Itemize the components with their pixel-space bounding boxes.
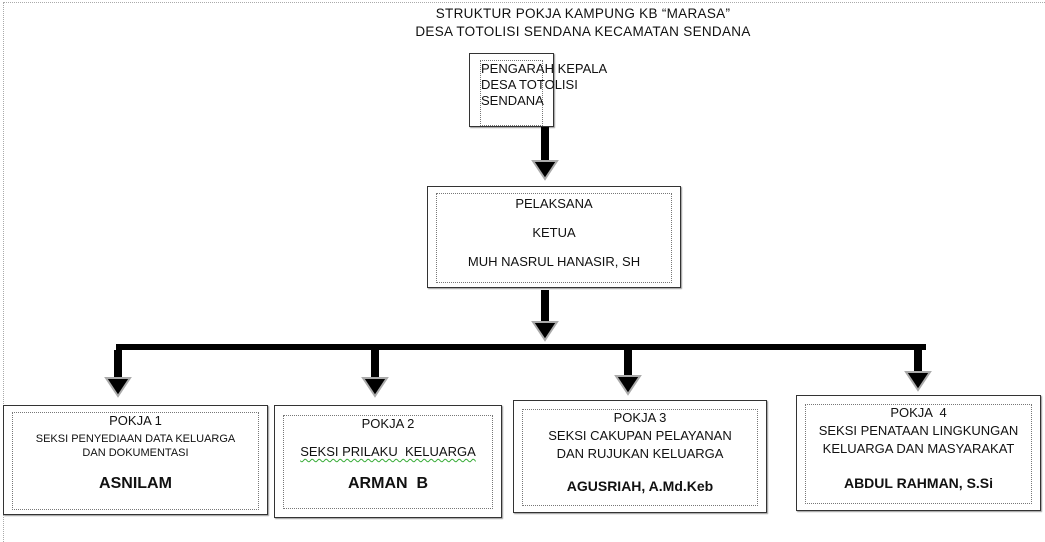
- pengarah-line: DESA TOTOLISI: [481, 77, 578, 92]
- arrow-down-icon: [361, 350, 389, 398]
- pokja-member-name: ARMAN B: [348, 475, 428, 492]
- pengarah-box: PENGARAH KEPALA DESA TOTOLISI SENDANA: [469, 53, 608, 127]
- arrow-down-icon: [531, 127, 559, 181]
- pokja-section: SEKSI PRILAKU KELUARGA: [300, 444, 476, 459]
- pokja-member-name: ABDUL RAHMAN, S.Si: [843, 475, 994, 491]
- pokja-title: POKJA 1: [109, 413, 162, 428]
- title-line-1: STRUKTUR POKJA KAMPUNG KB “MARASA”: [435, 6, 731, 21]
- connector-bar: [116, 344, 926, 350]
- pelaksana-label: PELAKSANA: [515, 196, 593, 211]
- pengarah-line: PENGARAH KEPALA: [481, 61, 608, 76]
- title-line-2: DESA TOTOLISI SENDANA KECAMATAN SENDANA: [415, 24, 751, 39]
- arrow-down-icon: [614, 350, 642, 396]
- pokja-section: DAN RUJUKAN KELUARGA: [556, 446, 724, 461]
- pokja-3-box: POKJA 3 SEKSI CAKUPAN PELAYANAN DAN RUJU…: [513, 400, 767, 513]
- pokja-member-name: AGUSRIAH, A.Md.Keb: [566, 478, 714, 494]
- pokja-section: SEKSI PENATAAN LINGKUNGAN: [818, 423, 1019, 438]
- pokja-section: DAN DOKUMENTASI: [82, 447, 189, 459]
- pokja-1-box: POKJA 1 SEKSI PENYEDIAAN DATA KELUARGA D…: [3, 405, 268, 515]
- pokja-title: POKJA 3: [613, 410, 667, 425]
- page-border: [3, 2, 1045, 542]
- arrow-down-icon: [104, 350, 132, 398]
- pokja-4-box: POKJA 4 SEKSI PENATAAN LINGKUNGAN KELUAR…: [796, 395, 1041, 511]
- pokja-section: SEKSI PENYEDIAAN DATA KELUARGA: [35, 433, 236, 445]
- pokja-section: SEKSI CAKUPAN PELAYANAN: [548, 428, 732, 443]
- pelaksana-name: MUH NASRUL HANASIR, SH: [467, 254, 641, 269]
- arrow-down-icon: [531, 290, 559, 342]
- pengarah-line: SENDANA: [481, 93, 544, 108]
- pelaksana-role: KETUA: [532, 225, 576, 240]
- pokja-member-name: ASNILAM: [99, 475, 172, 492]
- pokja-title: POKJA 4: [890, 405, 947, 420]
- pelaksana-box: PELAKSANA KETUA MUH NASRUL HANASIR, SH: [427, 186, 681, 288]
- pokja-section: KELUARGA DAN MASYARAKAT: [822, 441, 1015, 456]
- pokja-title: POKJA 2: [361, 416, 415, 431]
- arrow-down-icon: [904, 350, 932, 392]
- pokja-2-box: POKJA 2 SEKSI PRILAKU KELUARGA ARMAN B: [274, 405, 502, 518]
